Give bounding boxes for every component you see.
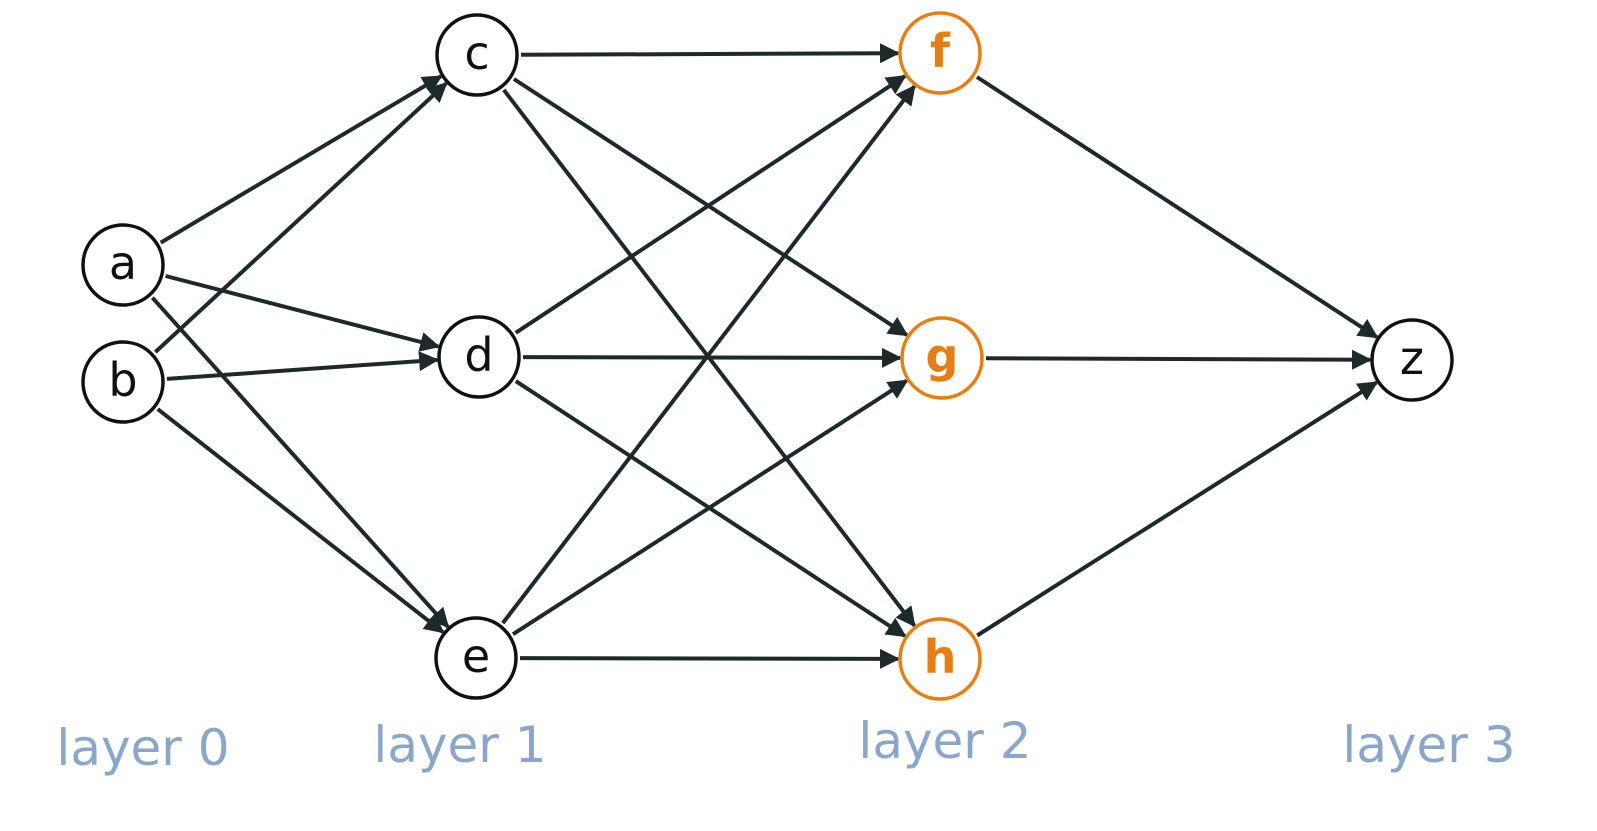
layer-label-2: layer 2: [858, 712, 1031, 770]
node-circle-f: [898, 11, 982, 95]
node-c: c: [435, 13, 519, 97]
node-label-d: d: [464, 328, 493, 382]
node-b: b: [81, 340, 165, 424]
node-circle-h: [898, 617, 982, 701]
edge-b-e: [156, 407, 445, 634]
edge-d-f: [514, 74, 907, 335]
node-circle-d: [437, 315, 521, 399]
edge-c-g: [512, 77, 909, 337]
node-label-e: e: [462, 629, 490, 683]
edge-a-c: [159, 74, 443, 245]
layer-labels: layer 0 layer 1 layer 2 layer 3: [56, 712, 1515, 777]
node-circle-b: [81, 340, 165, 424]
node-circle-z: [1370, 318, 1454, 402]
node-label-c: c: [464, 26, 489, 80]
layer-label-3: layer 3: [1342, 716, 1515, 774]
node-circle-g: [900, 316, 984, 400]
edge-e-h: [519, 648, 900, 669]
node-d: d: [437, 315, 521, 399]
node-label-a: a: [109, 236, 137, 290]
edge-h-z: [976, 380, 1379, 638]
edge-b-c: [153, 82, 448, 354]
edge-f-z: [975, 75, 1379, 339]
node-label-b: b: [108, 353, 137, 407]
node-circle-e: [434, 616, 518, 700]
edge-b-d: [166, 351, 440, 381]
edge-e-f: [501, 84, 916, 625]
node-label-f: f: [930, 24, 951, 78]
node-e: e: [434, 616, 518, 700]
node-label-g: g: [926, 329, 959, 383]
node-label-h: h: [924, 630, 957, 684]
edge-c-f: [520, 43, 900, 64]
node-label-z: z: [1400, 331, 1424, 385]
edge-a-d: [165, 274, 441, 352]
node-a: a: [81, 223, 165, 307]
node-circle-c: [435, 13, 519, 97]
node-f: f: [898, 11, 982, 95]
edges: [150, 43, 1379, 669]
edge-e-g: [511, 379, 909, 636]
nodes: a b c d e f g h z: [81, 11, 1454, 701]
node-circle-a: [81, 223, 165, 307]
node-z: z: [1370, 318, 1454, 402]
node-h: h: [898, 617, 982, 701]
layer-label-1: layer 1: [373, 716, 546, 774]
node-g: g: [900, 316, 984, 400]
edge-a-e: [150, 296, 450, 629]
edge-d-g: [522, 347, 902, 368]
edge-g-z: [985, 349, 1372, 370]
layer-label-0: layer 0: [56, 719, 229, 777]
